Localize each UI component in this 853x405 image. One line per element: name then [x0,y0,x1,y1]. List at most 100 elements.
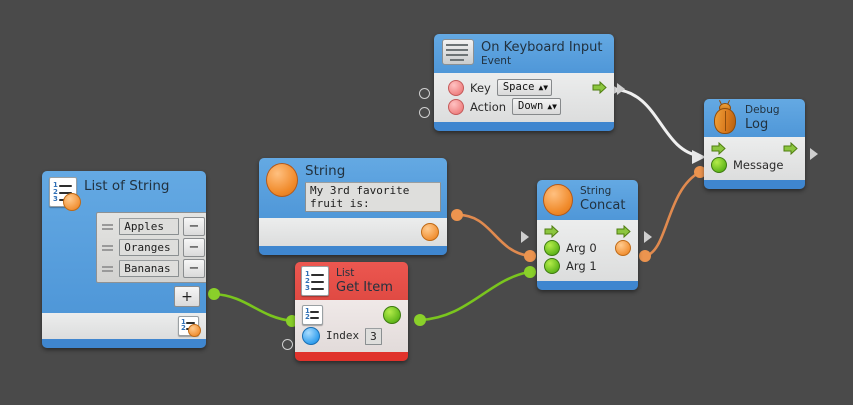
port-row-arg0[interactable]: Arg 0 [537,239,638,257]
key-dropdown-value: Space [502,81,535,93]
node-subtitle: Get Item [336,280,393,295]
list-item-value[interactable]: Bananas [119,260,179,277]
drag-handle-icon[interactable] [100,223,115,230]
list-output-badge [63,193,81,211]
node-title: On Keyboard Input [481,40,603,55]
node-title: List [336,267,355,279]
port-row-index[interactable]: Index 3 [295,326,408,346]
node-subtitle: Concat [580,198,626,213]
node-body: Key Space ▲▼ Action Down ▲▼ [434,73,614,122]
port-action[interactable] [448,98,464,115]
output-port-badge[interactable] [188,324,201,337]
exec-out-marker-concat [644,231,652,243]
node-footer [537,281,638,290]
port-label-action: Action [470,99,507,114]
exec-out-arrow-icon[interactable] [783,142,798,155]
list-icon: 1 2 3 [301,266,329,296]
port-row-message[interactable]: Message [704,156,805,174]
exec-row[interactable] [704,141,805,156]
exec-in-arrow-icon[interactable] [711,142,726,155]
port-arg-0[interactable] [544,240,560,256]
port-label-arg-1: Arg 1 [566,259,597,273]
node-title: List of String [84,178,170,194]
node-debug-log[interactable]: Debug Log Message [704,99,805,189]
chevron-updown-icon: ▲▼ [538,82,549,92]
port-row-arg1[interactable]: Arg 1 [537,257,638,275]
list-item-value[interactable]: Oranges [119,239,179,256]
node-body: 1 2 [42,313,206,339]
exec-out-marker-debuglog [810,148,818,160]
node-header[interactable]: Debug Log [704,99,805,137]
wire-string-to-concat-arg0 [456,213,531,258]
port-message[interactable] [711,157,727,173]
list-item[interactable]: Oranges − [100,237,205,258]
node-list-get-item[interactable]: 1 2 3 List Get Item 1 2 [295,262,408,361]
exec-in-arrow-icon[interactable] [544,225,559,238]
action-dropdown[interactable]: Down ▲▼ [512,98,561,115]
wire-endpoint-dot [639,250,651,262]
node-footer [295,352,408,361]
node-footer [704,180,805,189]
port-label-index: Index [326,329,360,342]
list-input-icon[interactable]: 1 2 [302,305,323,325]
string-orb-icon [266,163,298,197]
wire-keyboard-to-debuglog [612,87,701,158]
list-item[interactable]: Apples − [100,216,205,237]
port-key[interactable] [448,79,464,96]
list-items-box[interactable]: Apples − Oranges − Bananas − [96,212,206,283]
list-input-row[interactable]: 1 2 [295,304,408,326]
output-port-item[interactable] [383,306,401,324]
wire-endpoint-dot [524,266,536,278]
port-row-action[interactable]: Action Down ▲▼ [434,97,614,116]
action-dropdown-value: Down [518,100,544,112]
unconnected-port-index[interactable] [282,339,293,350]
node-header[interactable]: String My 3rd favorite fruit is: [259,158,447,218]
exec-out-arrow-icon[interactable] [592,81,607,94]
port-arg-1[interactable] [544,258,560,274]
string-value-input[interactable]: My 3rd favorite fruit is: [305,182,441,212]
chevron-updown-icon: ▲▼ [547,101,557,111]
node-body [259,218,447,246]
port-row-key[interactable]: Key Space ▲▼ [434,78,614,97]
key-dropdown[interactable]: Space ▲▼ [496,79,553,96]
add-item-button[interactable]: + [174,286,200,307]
wire-endpoint-dot [414,314,426,326]
output-port-value[interactable] [421,223,439,241]
port-label-arg-0: Arg 0 [566,241,597,255]
node-on-keyboard-input[interactable]: On Keyboard Input Event Key Space ▲▼ [434,34,614,131]
wire-concat-to-message [644,170,701,258]
node-title: String [305,163,346,179]
exec-out-arrow-icon[interactable] [616,225,631,238]
node-header[interactable]: 1 2 3 List of String Apples − [42,171,206,313]
node-footer [434,122,614,131]
list-output-icon[interactable]: 1 2 [178,316,201,337]
list-item[interactable]: Bananas − [100,258,205,279]
drag-handle-icon[interactable] [100,265,115,272]
exec-out-marker-keyboard [617,83,625,95]
node-subtitle: Log [745,117,769,132]
list-icon: 1 2 3 [49,177,81,211]
node-header[interactable]: 1 2 3 List Get Item [295,262,408,300]
index-input[interactable]: 3 [365,327,382,345]
node-footer [42,339,206,348]
remove-item-button[interactable]: − [182,259,205,278]
exec-in-marker-concat [521,231,529,243]
node-header[interactable]: String Concat [537,180,638,220]
string-orb-icon [543,184,573,216]
port-index[interactable] [302,327,320,345]
remove-item-button[interactable]: − [182,217,205,236]
node-string-concat[interactable]: String Concat Arg 0 [537,180,638,290]
remove-item-button[interactable]: − [182,238,205,257]
node-body: Message [704,137,805,180]
drag-handle-icon[interactable] [100,244,115,251]
node-string-literal[interactable]: String My 3rd favorite fruit is: [259,158,447,255]
node-list-of-string[interactable]: 1 2 3 List of String Apples − [42,171,206,348]
unconnected-port-action[interactable] [419,107,430,118]
node-header[interactable]: On Keyboard Input Event [434,34,614,73]
port-label-message: Message [733,158,784,172]
unconnected-port-key[interactable] [419,88,430,99]
exec-row[interactable] [537,224,638,239]
list-item-value[interactable]: Apples [119,218,179,235]
output-port-value[interactable] [615,240,631,256]
